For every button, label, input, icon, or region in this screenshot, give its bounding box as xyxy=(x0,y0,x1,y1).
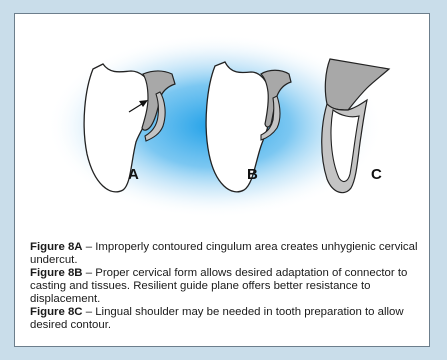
caption-8b-label: Figure 8B xyxy=(30,267,83,279)
figure-card: A B C Figure 8A – Improperly contoured c… xyxy=(14,13,430,347)
caption-8b: Figure 8B – Proper cervical form allows … xyxy=(30,267,422,306)
caption-8a: Figure 8A – Improperly contoured cingulu… xyxy=(30,241,422,267)
caption-8a-sep: – xyxy=(83,241,96,253)
caption-8c-sep: – xyxy=(83,306,96,318)
caption-8c-label: Figure 8C xyxy=(30,306,83,318)
tooth-diagram: A B C xyxy=(15,14,431,224)
label-a: A xyxy=(128,166,139,183)
caption-8c: Figure 8C – Lingual shoulder may be need… xyxy=(30,306,422,332)
caption-8b-sep: – xyxy=(83,267,96,279)
figure-caption: Figure 8A – Improperly contoured cingulu… xyxy=(30,241,422,332)
label-c: C xyxy=(371,166,382,183)
label-b: B xyxy=(247,166,258,183)
caption-8a-label: Figure 8A xyxy=(30,241,83,253)
